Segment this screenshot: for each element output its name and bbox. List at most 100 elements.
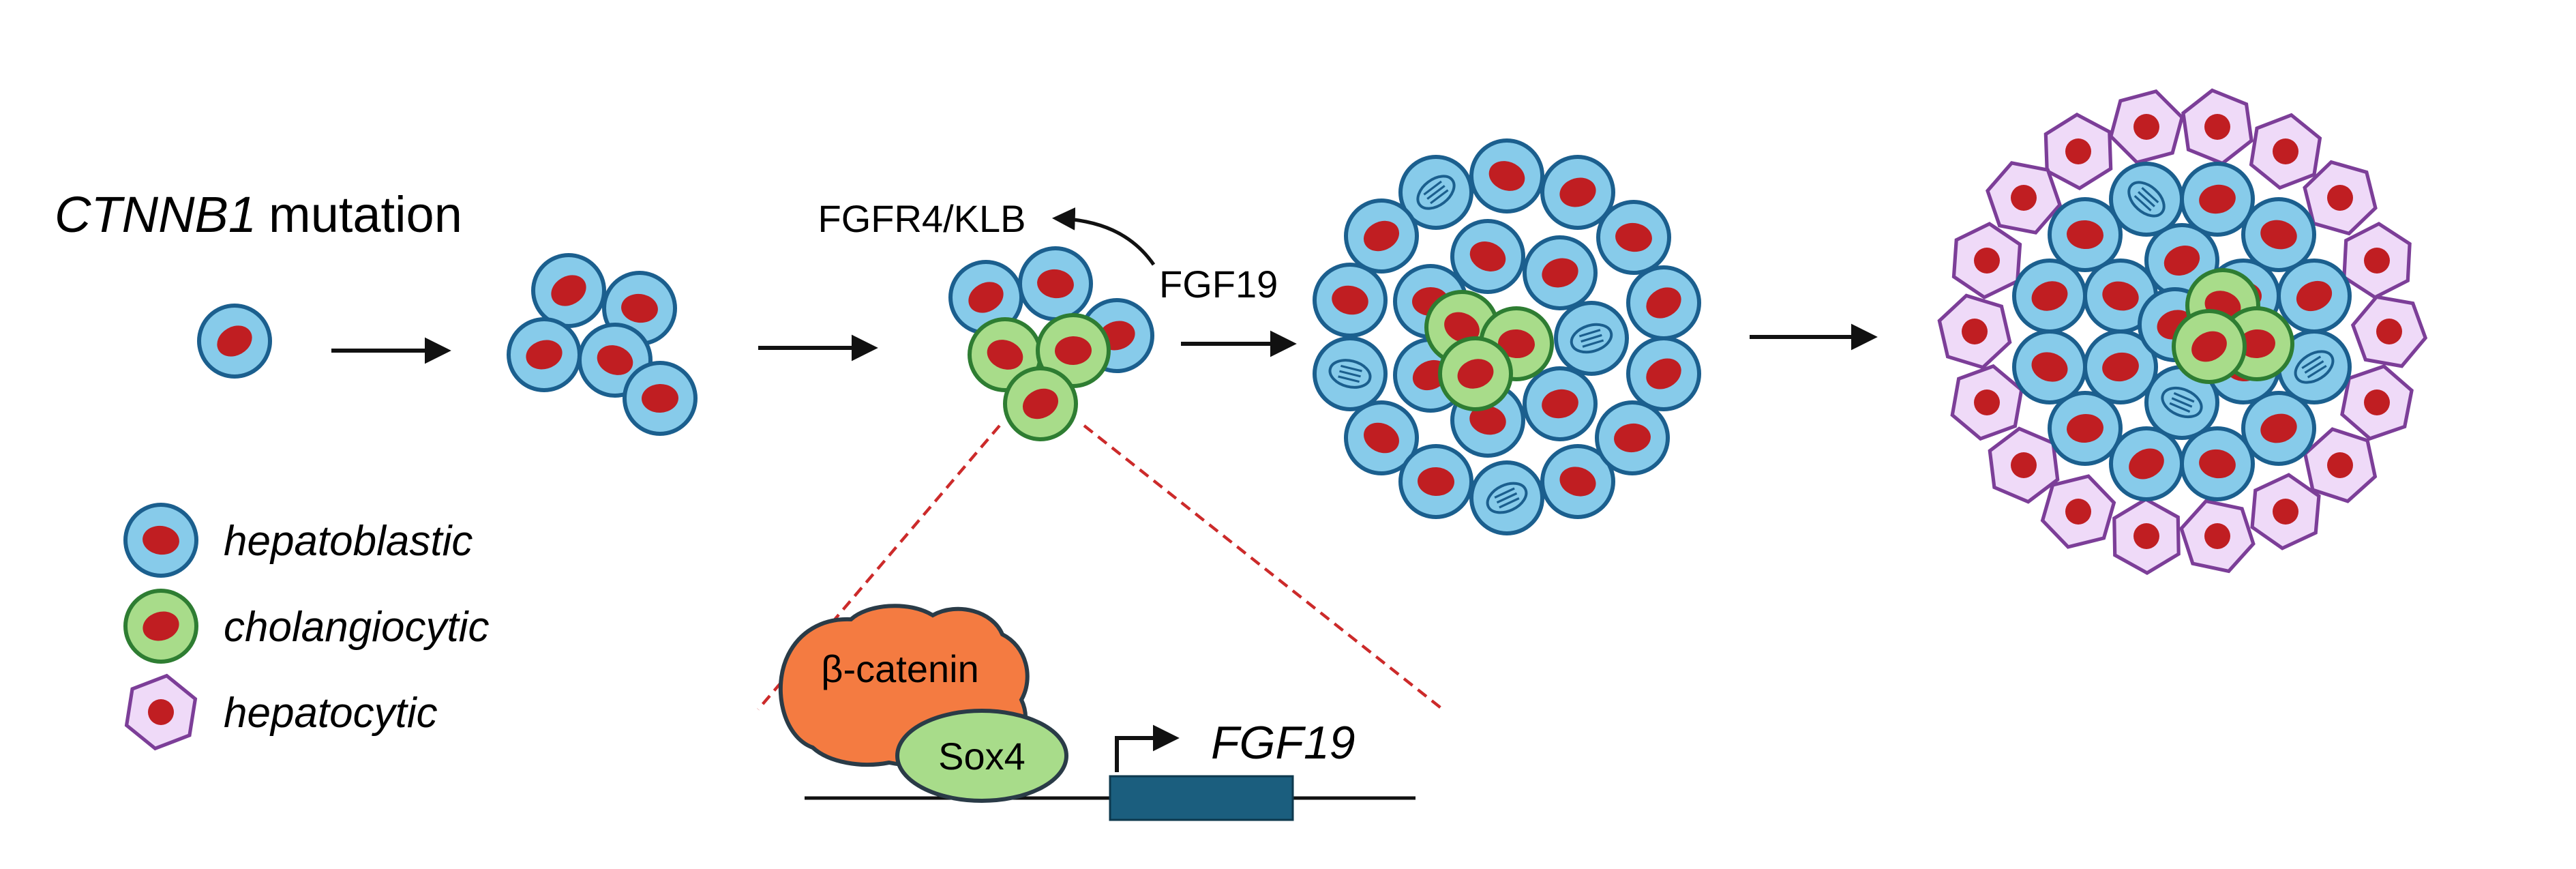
hepatoblastic-cell <box>1018 246 1093 321</box>
nucleus <box>2133 114 2159 140</box>
nucleus <box>2204 523 2230 549</box>
stage-1-single-cell <box>197 304 272 379</box>
hepatoblastic-cell <box>2180 162 2255 237</box>
hepatoblastic-cell <box>2083 329 2158 404</box>
nucleus <box>2199 449 2236 479</box>
hepatocytic-cell <box>2350 295 2428 368</box>
hepatoblastic-cell <box>2241 197 2316 272</box>
nucleus <box>2273 138 2298 164</box>
hepatoblastic-cell <box>1398 444 1473 519</box>
mitotic-figure <box>2127 181 2166 218</box>
sox4-label: Sox4 <box>938 735 1025 778</box>
hepatoblastic-cell <box>2048 197 2123 272</box>
nucleus <box>551 275 586 306</box>
hepatoblastic-cell <box>1344 198 1419 274</box>
nucleus <box>1498 329 1535 359</box>
promoter-diagram: β-catenin Sox4 FGF19 <box>778 604 1416 821</box>
nucleus <box>2102 352 2139 382</box>
hepatoblastic-cell <box>507 317 582 392</box>
hepatoblastic-cell <box>1344 400 1419 475</box>
nucleus <box>1962 319 1988 344</box>
nucleus <box>1974 248 2000 274</box>
nucleus <box>597 345 633 375</box>
hepatocytic-cell <box>2179 499 2256 574</box>
nucleus <box>2260 220 2297 250</box>
hepatoblastic-cell <box>1523 366 1598 441</box>
nucleus <box>1469 241 1506 271</box>
hepatocytic-cell <box>1951 222 2022 299</box>
nucleus <box>2067 220 2103 250</box>
nucleus <box>526 340 563 370</box>
sox4-blob <box>895 709 1068 803</box>
legend-glyph-hepatocytic <box>124 673 198 751</box>
nucleus <box>2163 245 2200 276</box>
hepatoblastic-cell <box>2109 426 2184 501</box>
nucleus <box>2011 452 2037 478</box>
mitotic-figure <box>1328 359 1372 389</box>
hepatoblastic-cell <box>2012 259 2087 334</box>
hepatocytic-cell <box>2249 113 2322 190</box>
stage-2-small-cluster <box>507 253 698 436</box>
hepatoblastic-cell <box>531 253 606 328</box>
fgf19-gene-label: FGF19 <box>1211 717 1356 769</box>
cholangiocytic-cell <box>2172 309 2247 384</box>
nucleus <box>217 325 252 357</box>
nucleus <box>2133 523 2159 549</box>
nucleus <box>2327 452 2353 478</box>
nucleus <box>1646 287 1681 319</box>
nucleus <box>1457 359 1494 389</box>
stage-5-tumor-with-hepatocytic-rim <box>1937 88 2428 575</box>
mitotic-figure <box>1416 175 1456 210</box>
nucleus <box>1363 220 1400 252</box>
hepatoblastic-cell <box>123 503 198 578</box>
nucleus <box>1022 388 1059 419</box>
hepatoblastic-cell <box>2180 426 2255 501</box>
nucleus <box>143 525 179 555</box>
gene-name-ctnnb1: CTNNB1 <box>55 186 256 243</box>
hepatoblastic-cell <box>1596 200 1671 275</box>
hepatoblastic-cell <box>1313 263 1388 338</box>
fgfr4-klb-label: FGFR4/KLB <box>818 197 1026 240</box>
nucleus <box>642 383 678 413</box>
stage-3-mixed-cluster <box>948 246 1154 441</box>
nucleus <box>2191 331 2227 362</box>
nucleus <box>968 282 1004 313</box>
nucleus <box>1444 312 1480 343</box>
mitotic-hepatoblastic-cell <box>2277 329 2352 404</box>
hepatoblastic-cell <box>1626 265 1701 340</box>
nucleus <box>621 293 658 323</box>
nucleus <box>1055 336 1092 366</box>
hepatocytic-cell <box>2342 222 2412 299</box>
hepatoblastic-cell <box>2012 329 2087 404</box>
nucleus <box>2260 413 2297 443</box>
nucleus <box>1542 258 1578 288</box>
fgf19-gene-box <box>1109 775 1294 821</box>
nucleus <box>2065 499 2091 525</box>
nucleus <box>1646 358 1681 389</box>
nucleus <box>987 340 1023 370</box>
stage-4-large-cluster <box>1313 138 1701 535</box>
stage-arrows <box>331 323 1878 364</box>
nucleus <box>2129 448 2164 480</box>
nucleus <box>143 611 179 641</box>
nucleus <box>1614 423 1651 453</box>
mitotic-hepatoblastic-cell <box>1398 155 1473 230</box>
nucleus <box>2364 248 2390 274</box>
legend-glyph-cholangiocytic <box>123 589 198 664</box>
fgf19-ligand-label: FGF19 <box>1159 263 1278 306</box>
nucleus <box>1974 389 2000 415</box>
hepatoblastic-cell <box>1523 235 1598 310</box>
cholangiocytic-cell <box>1003 366 1078 441</box>
hepatoblastic-cell <box>1626 336 1701 411</box>
hepatocytic-cell <box>2250 473 2321 550</box>
legend: hepatoblastic cholangiocytic hepatocytic <box>123 503 489 751</box>
nucleus <box>1615 222 1652 252</box>
legend-glyph-hepatoblastic <box>123 503 198 578</box>
nucleus <box>1469 405 1506 435</box>
fgf19-feedback-arrow <box>1051 207 1156 266</box>
nucleus <box>1559 177 1596 207</box>
nucleus <box>2364 389 2390 415</box>
